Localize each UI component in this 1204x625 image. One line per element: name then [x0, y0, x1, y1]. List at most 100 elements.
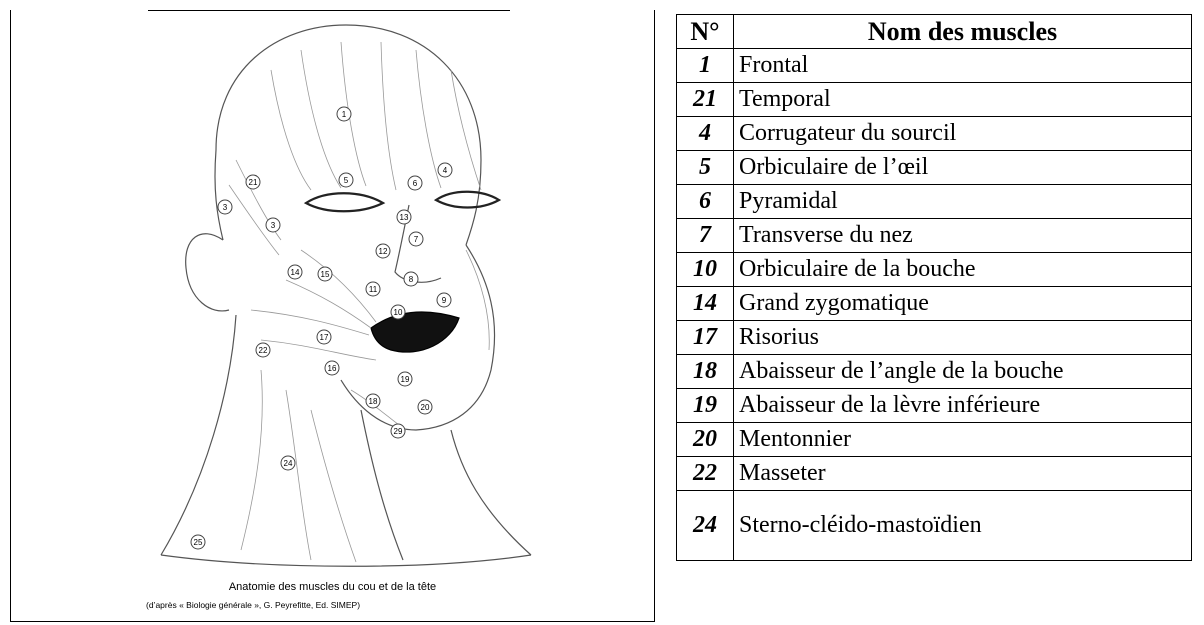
- figure-source: (d’après « Biologie générale », G. Peyre…: [146, 600, 360, 610]
- mouth: [371, 312, 459, 352]
- marker-19: 19: [398, 372, 412, 386]
- svg-text:10: 10: [394, 308, 403, 317]
- marker-13: 13: [397, 210, 411, 224]
- svg-text:8: 8: [409, 275, 414, 284]
- svg-text:13: 13: [400, 213, 409, 222]
- marker-14: 14: [288, 265, 302, 279]
- muscle-name: Frontal: [734, 49, 1192, 83]
- svg-text:20: 20: [421, 403, 430, 412]
- muscle-number: 20: [677, 423, 734, 457]
- muscle-name: Mentonnier: [734, 423, 1192, 457]
- svg-text:11: 11: [369, 285, 378, 294]
- muscle-number: 4: [677, 117, 734, 151]
- marker-20: 20: [418, 400, 432, 414]
- muscle-number: 14: [677, 287, 734, 321]
- anatomy-figure: 1 21 3 3 6 4 5 13 7 12 14 15 8 11 9 10 2…: [10, 10, 655, 622]
- svg-text:7: 7: [414, 235, 419, 244]
- muscle-name: Abaisseur de la lèvre inférieure: [734, 389, 1192, 423]
- marker-18: 18: [366, 394, 380, 408]
- marker-9: 9: [437, 293, 451, 307]
- svg-text:6: 6: [413, 179, 418, 188]
- marker-8: 8: [404, 272, 418, 286]
- svg-text:12: 12: [379, 247, 388, 256]
- svg-text:3: 3: [223, 203, 228, 212]
- right-eye: [436, 192, 499, 208]
- svg-text:17: 17: [320, 333, 329, 342]
- header-number: N°: [677, 15, 734, 49]
- muscle-name: Orbiculaire de la bouche: [734, 253, 1192, 287]
- muscle-number: 1: [677, 49, 734, 83]
- svg-text:15: 15: [321, 270, 330, 279]
- marker-4: 4: [438, 163, 452, 177]
- muscle-number: 7: [677, 219, 734, 253]
- marker-22: 22: [256, 343, 270, 357]
- muscle-name: Pyramidal: [734, 185, 1192, 219]
- muscle-name: Temporal: [734, 83, 1192, 117]
- svg-text:22: 22: [259, 346, 268, 355]
- svg-text:21: 21: [249, 178, 258, 187]
- marker-15: 15: [318, 267, 332, 281]
- marker-6: 6: [408, 176, 422, 190]
- muscle-name: Orbiculaire de l’œil: [734, 151, 1192, 185]
- svg-text:19: 19: [401, 375, 410, 384]
- marker-10: 10: [391, 305, 405, 319]
- figure-caption: Anatomie des muscles du cou et de la têt…: [11, 581, 654, 593]
- neck-right: [451, 430, 531, 555]
- svg-text:5: 5: [344, 176, 349, 185]
- svg-text:18: 18: [369, 397, 378, 406]
- muscle-number: 6: [677, 185, 734, 219]
- marker-12: 12: [376, 244, 390, 258]
- muscle-number: 21: [677, 83, 734, 117]
- svg-text:9: 9: [442, 296, 447, 305]
- muscle-name: Sterno-cléido-mastoïdien: [734, 491, 1192, 561]
- muscle-number: 17: [677, 321, 734, 355]
- marker-3a: 3: [218, 200, 232, 214]
- muscle-name: Corrugateur du sourcil: [734, 117, 1192, 151]
- muscle-number: 18: [677, 355, 734, 389]
- marker-21: 21: [246, 175, 260, 189]
- muscle-name: Abaisseur de l’angle de la bouche: [734, 355, 1192, 389]
- muscle-name: Grand zygomatique: [734, 287, 1192, 321]
- muscle-number: 10: [677, 253, 734, 287]
- neck-left: [161, 315, 236, 555]
- marker-7: 7: [409, 232, 423, 246]
- muscle-name: Transverse du nez: [734, 219, 1192, 253]
- svg-text:3: 3: [271, 221, 276, 230]
- marker-24: 24: [281, 456, 295, 470]
- marker-3b: 3: [266, 218, 280, 232]
- marker-11: 11: [366, 282, 380, 296]
- muscle-number: 5: [677, 151, 734, 185]
- svg-text:24: 24: [284, 459, 293, 468]
- marker-25: 25: [191, 535, 205, 549]
- left-eye: [306, 193, 383, 211]
- muscle-number: 22: [677, 457, 734, 491]
- marker-29: 29: [391, 424, 405, 438]
- svg-text:16: 16: [328, 364, 337, 373]
- muscle-name: Masseter: [734, 457, 1192, 491]
- table-header-row: N° Nom des muscles: [677, 15, 1192, 49]
- muscle-name: Risorius: [734, 321, 1192, 355]
- ear-outline: [186, 234, 229, 311]
- marker-16: 16: [325, 361, 339, 375]
- marker-5: 5: [339, 173, 353, 187]
- marker-17: 17: [317, 330, 331, 344]
- svg-text:29: 29: [394, 427, 403, 436]
- svg-text:25: 25: [194, 538, 203, 547]
- muscle-number: 19: [677, 389, 734, 423]
- muscle-number: 24: [677, 491, 734, 561]
